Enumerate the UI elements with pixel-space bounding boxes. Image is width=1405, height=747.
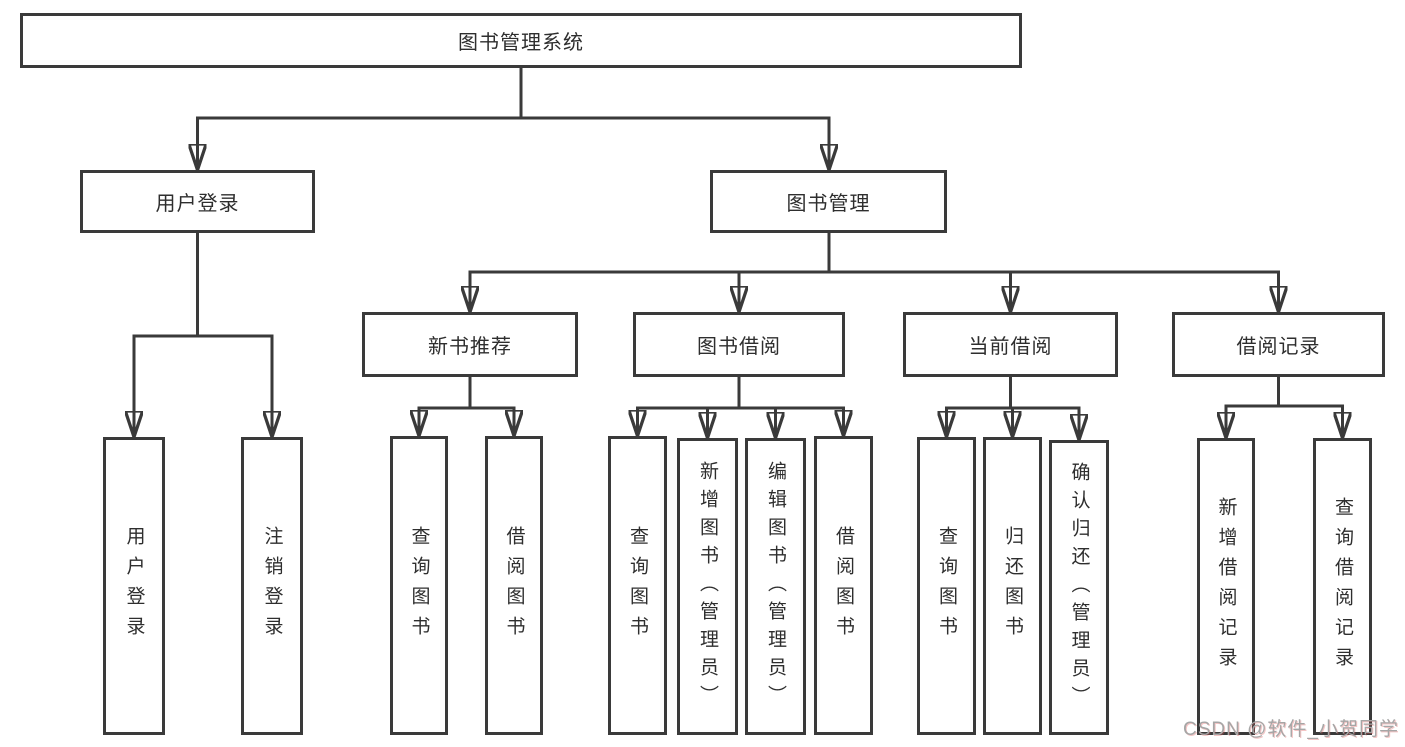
node-label: 新增借阅记录 — [1215, 496, 1237, 677]
node-borrowing-records: 借阅记录 — [1172, 312, 1385, 377]
leaf-query-books-current: 查询图书 — [917, 437, 976, 735]
node-label: 借阅记录 — [1236, 336, 1321, 358]
leaf-query-books-borrow: 查询图书 — [608, 436, 667, 735]
node-book-borrowing: 图书借阅 — [633, 312, 845, 377]
node-label: 借阅图书 — [833, 525, 854, 646]
node-book-management: 图书管理 — [710, 170, 947, 233]
node-root: 图书管理系统 — [20, 13, 1022, 68]
node-label: 归还图书 — [1002, 526, 1023, 646]
leaf-return-books: 归还图书 — [983, 437, 1042, 735]
leaf-query-books-newbook: 查询图书 — [390, 436, 448, 735]
node-label: 图书借阅 — [697, 336, 781, 358]
node-label: 用户登录 — [123, 526, 145, 646]
node-label: 用户登录 — [155, 193, 240, 215]
node-label: 图书管理 — [786, 193, 871, 215]
node-label: 新书推荐 — [428, 336, 512, 358]
leaf-edit-books-admin: 编辑图书（管理员） — [745, 438, 806, 735]
node-label: 查询图书 — [408, 525, 430, 646]
node-label: 查询图书 — [936, 526, 957, 646]
leaf-borrow-books: 借阅图书 — [814, 436, 873, 735]
leaf-add-books-admin: 新增图书（管理员） — [677, 438, 738, 735]
leaf-confirm-return-admin: 确认归还（管理员） — [1049, 440, 1109, 735]
node-label: 确认归还（管理员） — [1068, 461, 1090, 714]
node-label: 查询图书 — [627, 525, 648, 646]
node-label: 查询借阅记录 — [1332, 496, 1353, 677]
node-current-borrowing: 当前借阅 — [903, 312, 1118, 377]
node-label: 注销登录 — [261, 526, 283, 646]
leaf-add-borrow-record: 新增借阅记录 — [1197, 438, 1255, 735]
csdn-watermark: CSDN @软件_小贺同学 — [1183, 719, 1399, 740]
node-label: 编辑图书（管理员） — [765, 460, 786, 713]
node-label: 当前借阅 — [968, 336, 1053, 358]
leaf-borrow-books-newbook: 借阅图书 — [485, 436, 543, 735]
leaf-user-login: 用户登录 — [103, 437, 165, 735]
node-label: 新增图书（管理员） — [697, 460, 718, 713]
leaf-query-borrow-record: 查询借阅记录 — [1313, 438, 1372, 735]
node-label: 借阅图书 — [503, 525, 525, 646]
node-new-book-recommend: 新书推荐 — [362, 312, 578, 377]
node-user-login: 用户登录 — [80, 170, 315, 233]
node-label: 图书管理系统 — [458, 32, 584, 54]
leaf-logout: 注销登录 — [241, 437, 303, 735]
